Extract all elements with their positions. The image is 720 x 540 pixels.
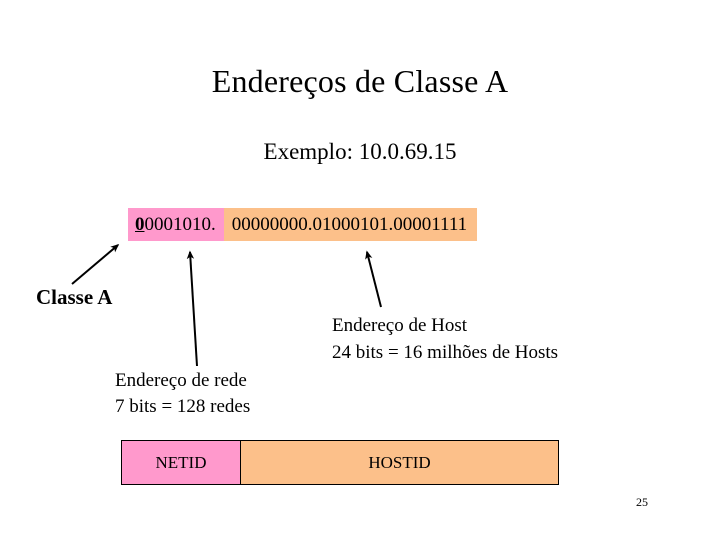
label-classe-a: Classe A bbox=[36, 285, 113, 309]
label-host-address: Endereço de Host 24 bits = 16 milhões de… bbox=[332, 312, 558, 366]
binary-hostid-segment: 00000000.01000101.00001111 bbox=[223, 208, 478, 241]
binary-netid-rest: 0001010. bbox=[144, 214, 216, 235]
arrow-to-hostid bbox=[365, 250, 382, 308]
page-title: Endereços de Classe A bbox=[211, 63, 509, 99]
label-network-address-line1: Endereço de rede bbox=[115, 370, 247, 391]
hostid-cell: HOSTID bbox=[241, 441, 558, 484]
arrow-to-class-bit bbox=[71, 244, 120, 285]
netid-hostid-diagram: NETID HOSTID bbox=[121, 440, 559, 485]
label-host-address-line1: Endereço de Host bbox=[332, 315, 468, 336]
label-network-address: Endereço de rede 7 bits = 128 redes bbox=[115, 368, 250, 420]
label-host-address-line2: 24 bits = 16 milhões de Hosts bbox=[332, 342, 559, 363]
arrow-to-netid bbox=[186, 250, 198, 367]
label-network-address-line2: 7 bits = 128 redes bbox=[115, 396, 251, 417]
page-number: 25 bbox=[636, 495, 648, 509]
example-subtitle: Exemplo: 10.0.69.15 bbox=[263, 139, 457, 164]
class-bit: 0 bbox=[135, 214, 145, 235]
netid-cell: NETID bbox=[122, 441, 241, 484]
